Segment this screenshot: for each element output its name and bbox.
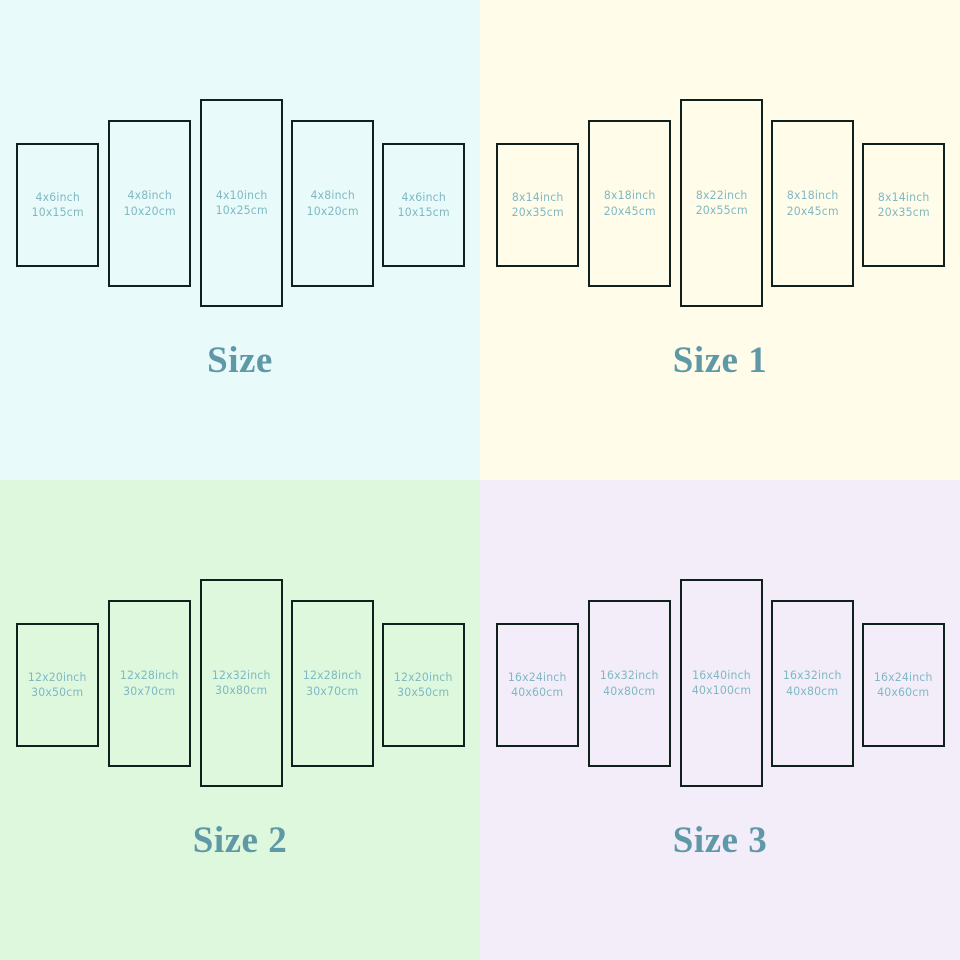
panel-size-inches: 8x18inch bbox=[603, 188, 656, 202]
panel-size-inches: 8x18inch bbox=[786, 188, 839, 202]
panel-size-cm: 10x15cm bbox=[397, 205, 450, 219]
panel-size-inches: 12x28inch bbox=[120, 668, 179, 682]
panel-size-cm: 40x60cm bbox=[511, 685, 564, 699]
panel-size-cm: 20x35cm bbox=[511, 205, 564, 219]
panel-size-inches: 4x6inch bbox=[35, 189, 80, 204]
panel-size-cm: 20x55cm bbox=[695, 203, 748, 217]
panel-size-cm: 40x80cm bbox=[603, 683, 656, 698]
panel-size-cm: 40x80cm bbox=[786, 683, 839, 698]
panel-size-cm: 30x50cm bbox=[397, 685, 450, 699]
panel-size-inches: 8x22inch bbox=[695, 187, 748, 202]
panel-size-cm: 30x50cm bbox=[31, 685, 84, 699]
panel-size-cm: 10x20cm bbox=[306, 203, 359, 218]
quadrant-title: Size bbox=[207, 340, 273, 381]
panel-size-inches: 8x14inch bbox=[877, 189, 930, 204]
panel-size-inches: 16x32inch bbox=[600, 668, 659, 682]
panel-size-cm: 40x100cm bbox=[691, 683, 752, 697]
panel-size-cm: 40x60cm bbox=[877, 685, 930, 699]
quadrant-title: Size 2 bbox=[192, 820, 288, 861]
panel-size-inches: 16x32inch bbox=[783, 668, 842, 682]
panel-size-cm: 20x45cm bbox=[603, 203, 656, 218]
panel-size-inches: 4x8inch bbox=[310, 188, 355, 202]
panel-size-cm: 30x80cm bbox=[215, 683, 268, 697]
panel-size-cm: 20x45cm bbox=[786, 203, 839, 218]
panel-size-inches: 4x8inch bbox=[127, 188, 172, 202]
panel-size-cm: 20x35cm bbox=[877, 205, 930, 219]
panel-size-inches: 4x10inch bbox=[215, 187, 268, 202]
panel-size-cm: 10x15cm bbox=[31, 205, 84, 219]
panel-size-cm: 10x25cm bbox=[215, 203, 268, 217]
panel-size-inches: 8x14inch bbox=[511, 189, 564, 204]
quadrant-title: Size 1 bbox=[672, 340, 768, 381]
quadrant-title: Size 3 bbox=[672, 820, 768, 861]
panel-size-inches: 16x24inch bbox=[508, 669, 567, 684]
panel-size-inches: 16x24inch bbox=[874, 669, 933, 684]
panel-size-inches: 12x20inch bbox=[28, 669, 87, 684]
panel-size-inches: 12x20inch bbox=[394, 669, 453, 684]
panel-size-inches: 12x32inch bbox=[212, 667, 271, 682]
panel-size-cm: 30x70cm bbox=[123, 683, 176, 698]
panel-size-cm: 30x70cm bbox=[306, 683, 359, 698]
panel-size-cm: 10x20cm bbox=[123, 203, 176, 218]
panel-size-inches: 4x6inch bbox=[401, 189, 446, 204]
panel-size-inches: 12x28inch bbox=[303, 668, 362, 682]
panel-size-inches: 16x40inch bbox=[692, 667, 751, 682]
